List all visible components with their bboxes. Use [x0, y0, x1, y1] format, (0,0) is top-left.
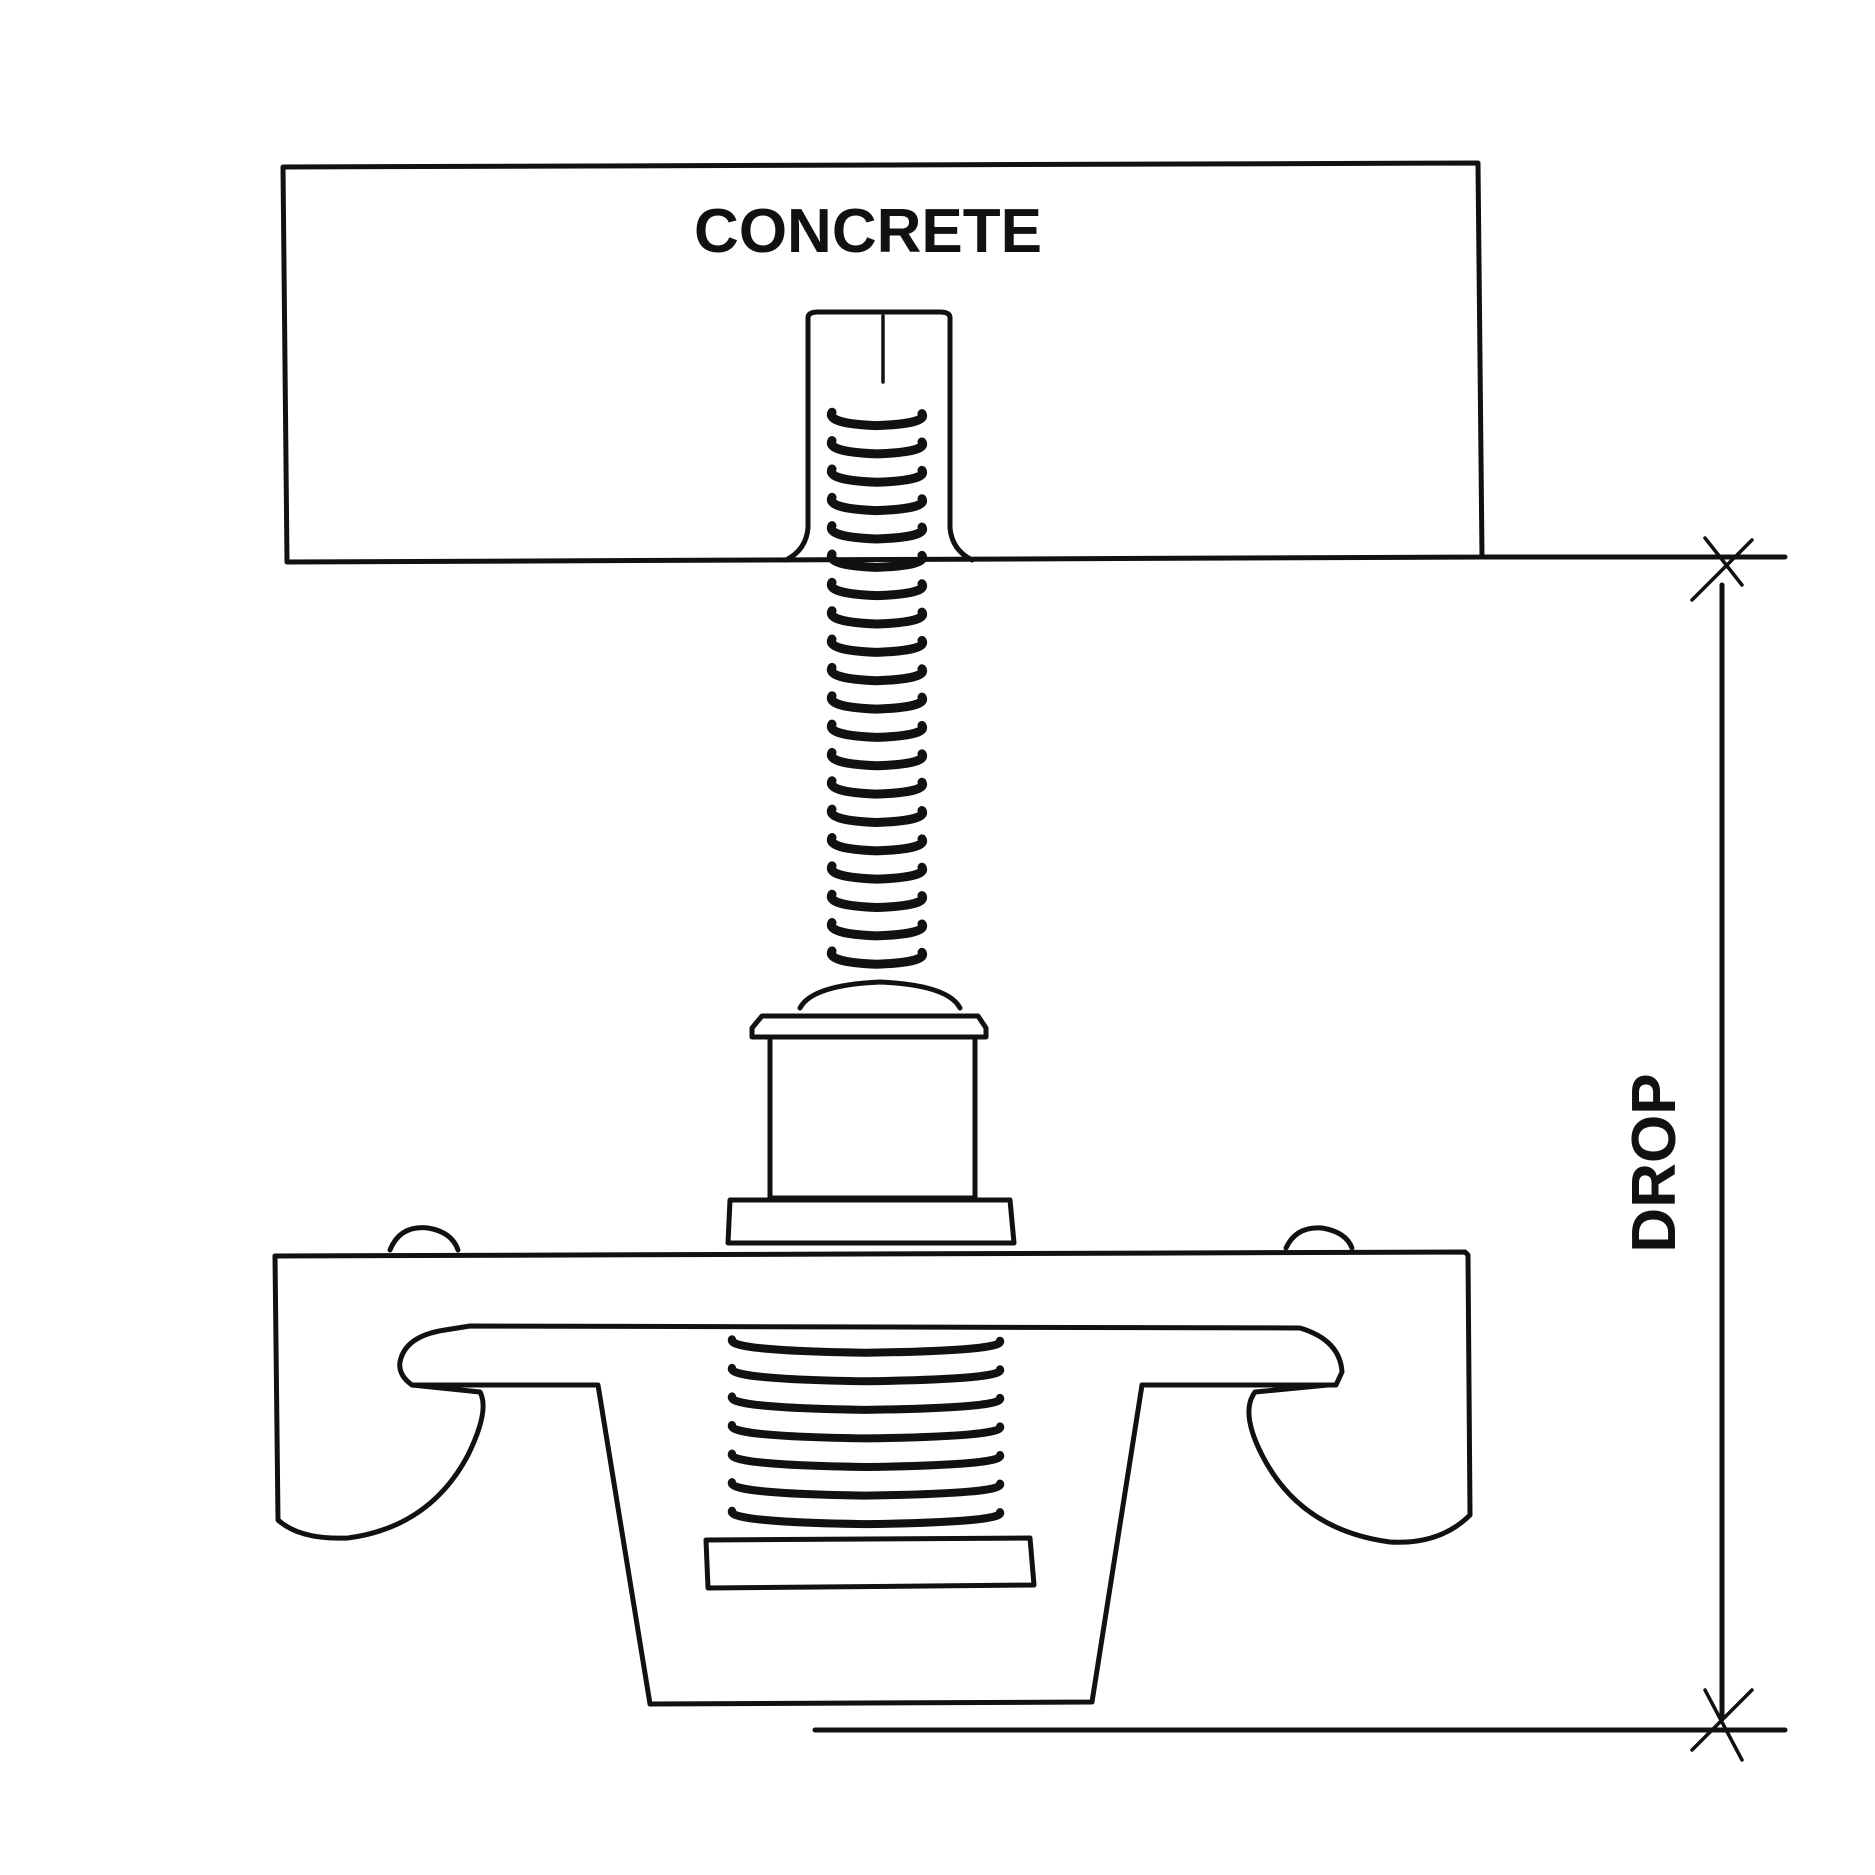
isolator-housing: [272, 1225, 1473, 1707]
spring-coil: [826, 549, 928, 572]
spring-coil: [826, 407, 928, 431]
spring-coil: [826, 662, 928, 686]
drop-label: DROP: [1620, 1073, 1689, 1252]
spring-coil: [727, 1421, 1005, 1443]
concrete-label: CONCRETE: [694, 197, 1042, 266]
spring-coil: [727, 1478, 1005, 1500]
spring-coil: [826, 436, 928, 459]
spring-coil: [826, 946, 928, 969]
spring-coil: [727, 1392, 1005, 1414]
spring-coil: [826, 606, 928, 629]
spring-coil: [826, 492, 928, 516]
spring-coil: [727, 1449, 1005, 1472]
spring-coil: [727, 1363, 1005, 1386]
spring-coil: [727, 1506, 1005, 1529]
upper-spring: [826, 407, 928, 969]
spring-coil: [826, 833, 928, 856]
spring-coil: [826, 464, 928, 487]
spring-coil: [826, 776, 928, 799]
spring-coil: [826, 804, 928, 827]
spring-coil: [826, 719, 928, 742]
spring-coil: [826, 747, 928, 771]
spring-coil: [826, 521, 928, 544]
lower-spring: [727, 1335, 1005, 1529]
dimension-tick-top: [1690, 538, 1754, 602]
rod-nut: [725, 979, 1017, 1246]
spring-coil: [826, 918, 928, 941]
spring-coil: [826, 577, 928, 601]
spring-coil: [727, 1335, 1005, 1357]
spring-coil: [826, 889, 928, 913]
drop-dimension: DROP: [812, 536, 1788, 1762]
spring-coil: [826, 861, 928, 884]
spring-seat: [703, 1535, 1037, 1591]
cast-in-socket: [783, 309, 975, 563]
spring-coil: [826, 634, 928, 657]
spring-coil: [826, 691, 928, 714]
